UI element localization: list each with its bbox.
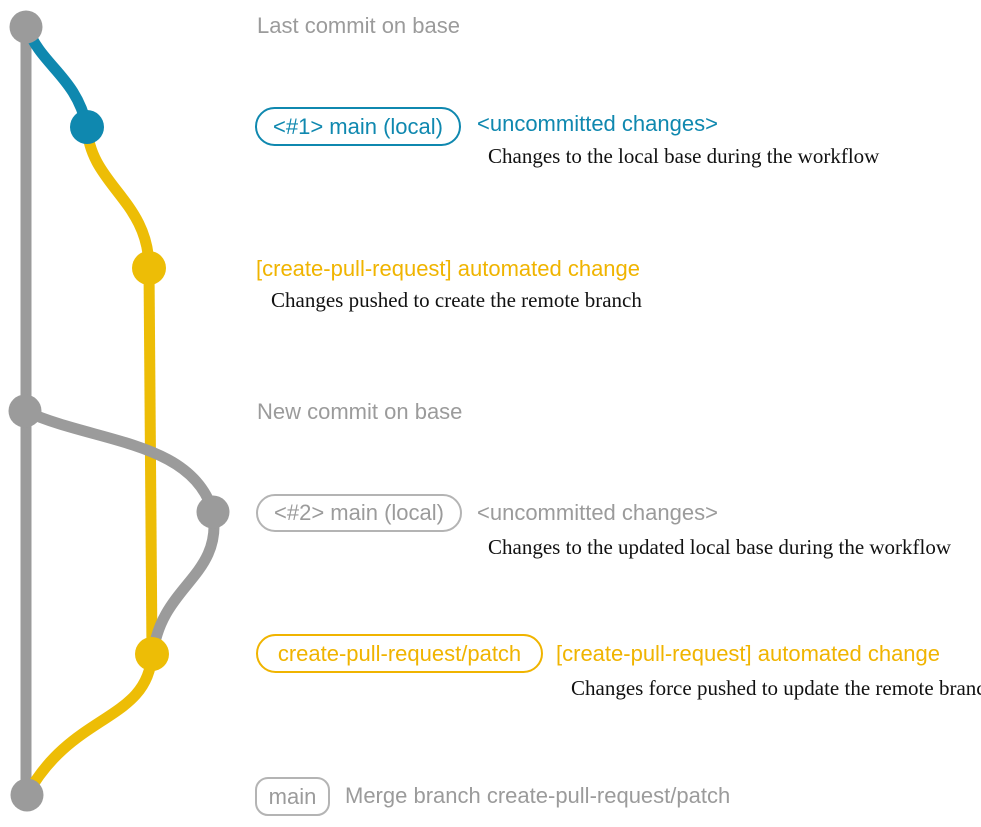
status-uncommitted-2: <uncommitted changes> bbox=[477, 500, 718, 525]
patch-branch-line bbox=[143, 267, 158, 655]
caption-new-commit-on-base: New commit on base bbox=[257, 399, 463, 424]
commit-dot-automated-1 bbox=[132, 251, 166, 285]
message-merge-branch: Merge branch create-pull-request/patch bbox=[345, 783, 731, 808]
commit-dot-last-base bbox=[9, 10, 43, 44]
badge-patch-branch: create-pull-request/patch bbox=[256, 634, 543, 673]
note-updated-local-base: Changes to the updated local base during… bbox=[488, 535, 952, 559]
rebase-curve-to-updated-local bbox=[22, 405, 219, 514]
badge-main-local-2: <#2> main (local) bbox=[256, 494, 462, 532]
title-automated-change-1: [create-pull-request] automated change bbox=[256, 256, 641, 281]
note-force-pushed: Changes force pushed to update the remot… bbox=[571, 676, 981, 700]
patch-branch-fork-curve bbox=[81, 126, 155, 269]
local-changes-branch-curve bbox=[21, 24, 93, 129]
title-automated-change-2: [create-pull-request] automated change bbox=[556, 641, 941, 666]
caption-last-commit-on-base: Last commit on base bbox=[257, 13, 460, 38]
status-uncommitted-1: <uncommitted changes> bbox=[477, 111, 718, 136]
note-pushed-create: Changes pushed to create the remote bran… bbox=[271, 288, 642, 312]
updated-local-to-patch-curve bbox=[147, 511, 220, 655]
commit-dot-new-base bbox=[8, 394, 42, 428]
commit-dot-merge bbox=[10, 778, 44, 812]
commit-dot-automated-2 bbox=[135, 637, 169, 671]
note-local-base-1: Changes to the local base during the wor… bbox=[488, 144, 880, 168]
commit-dot-local-1 bbox=[70, 110, 104, 144]
commit-dot-local-2 bbox=[196, 495, 230, 529]
patch-merge-curve bbox=[22, 653, 158, 798]
badge-main-local-1: <#1> main (local) bbox=[255, 107, 461, 146]
badge-main: main bbox=[255, 777, 330, 816]
